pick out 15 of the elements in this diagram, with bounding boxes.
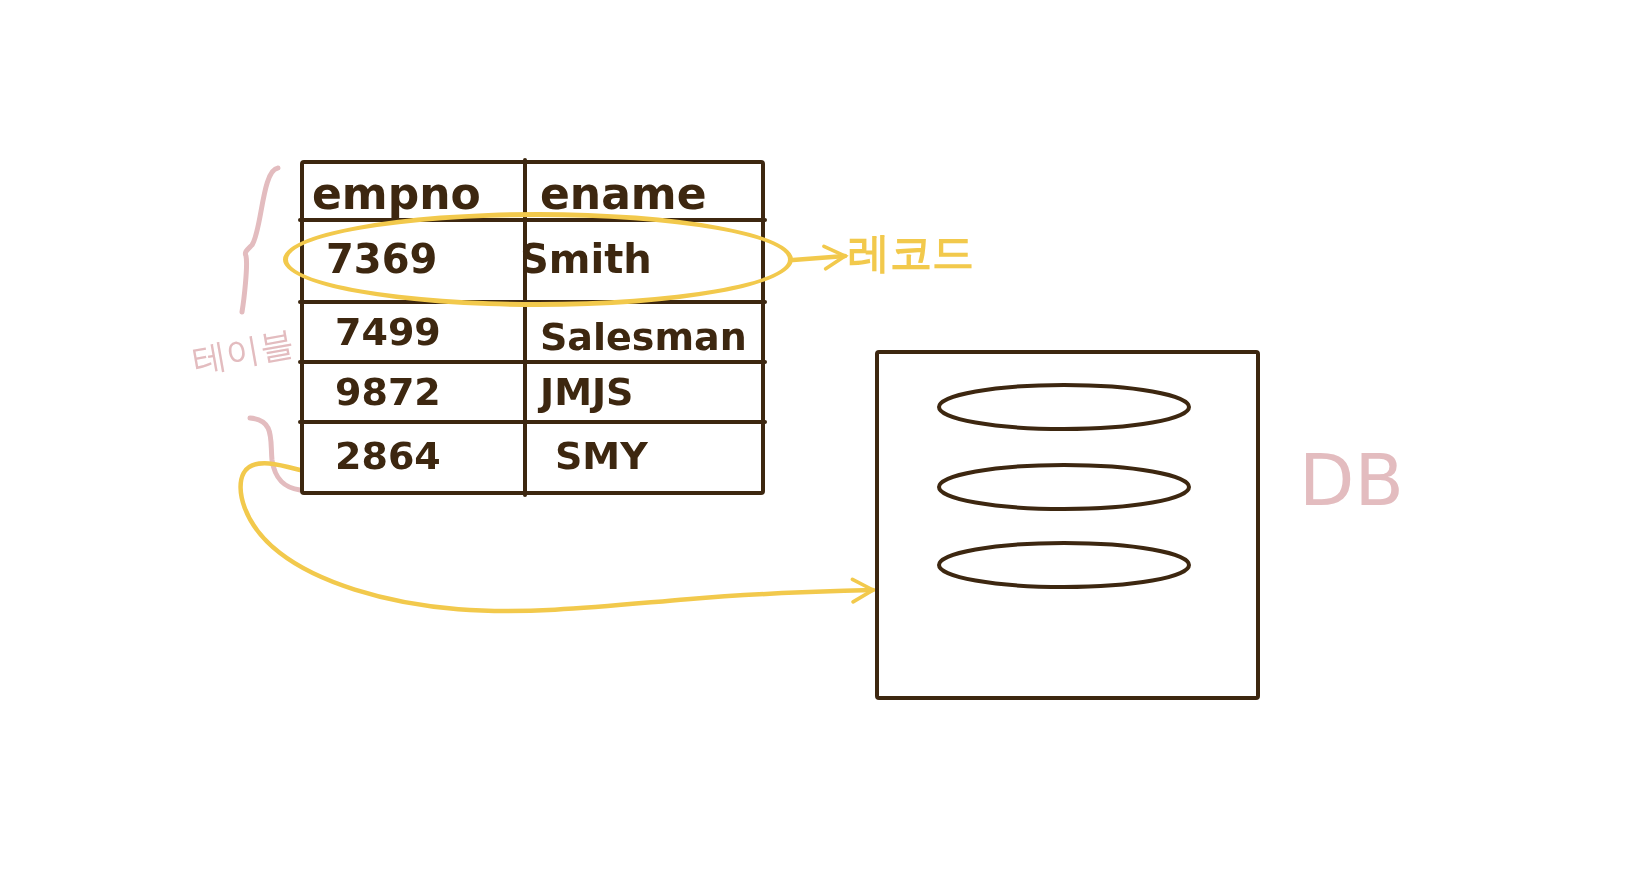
table-cell-text: JMJS: [540, 373, 634, 411]
table-cell-text: 9872: [335, 373, 441, 411]
table-cell-text: SMY: [555, 437, 648, 475]
beside-label: DB: [1299, 444, 1404, 516]
table-cell-text: 2864: [335, 437, 441, 475]
table-cell-text: Smith: [520, 239, 652, 279]
column-header: empno: [312, 172, 481, 216]
arrow: [238, 461, 876, 614]
table-cell-text: 7369: [326, 239, 438, 279]
beside-label: 테이블: [189, 325, 297, 377]
record-text: 레코드: [848, 232, 974, 274]
arrow: [790, 244, 848, 271]
table-cell-text: 7499: [335, 313, 441, 351]
column-header: ename: [540, 172, 707, 216]
table-cell-text: Salesman: [540, 318, 747, 356]
